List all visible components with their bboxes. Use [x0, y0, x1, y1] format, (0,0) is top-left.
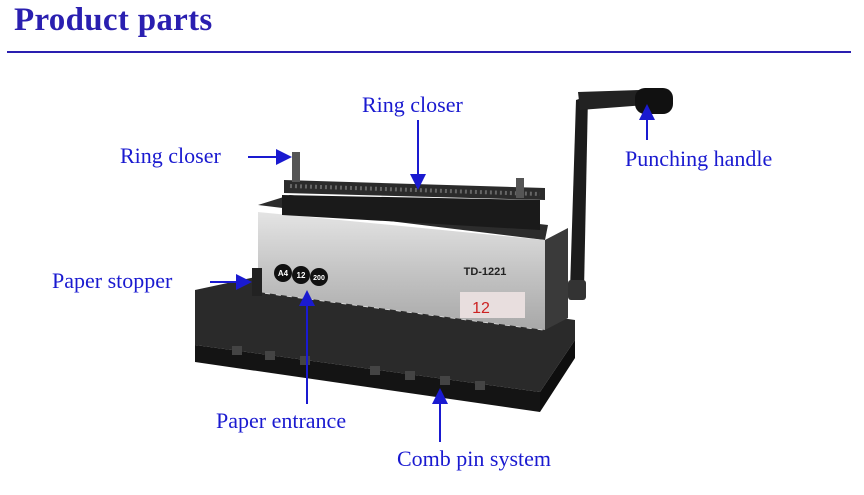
badge-12: 12	[297, 271, 306, 280]
label-comb-pin-system: Comb pin system	[397, 446, 552, 471]
label-punching-handle: Punching handle	[625, 146, 773, 171]
sticker-number: 12	[472, 300, 490, 317]
badge-200: 200	[313, 275, 325, 282]
label-ring-closer-left: Ring closer	[120, 143, 221, 168]
punching-handle	[568, 88, 673, 300]
label-ring-closer-top: Ring closer	[362, 92, 463, 117]
badge-a4: A4	[278, 269, 289, 278]
label-paper-entrance: Paper entrance	[216, 408, 347, 433]
title-divider	[7, 51, 851, 53]
model-number: TD-1221	[464, 266, 507, 278]
page-title: Product parts	[14, 2, 213, 38]
label-paper-stopper: Paper stopper	[52, 268, 173, 293]
paper-stopper	[252, 268, 262, 296]
machine-body: A4 12 200 TD-1221 12	[252, 152, 568, 330]
base-plate	[195, 275, 575, 412]
